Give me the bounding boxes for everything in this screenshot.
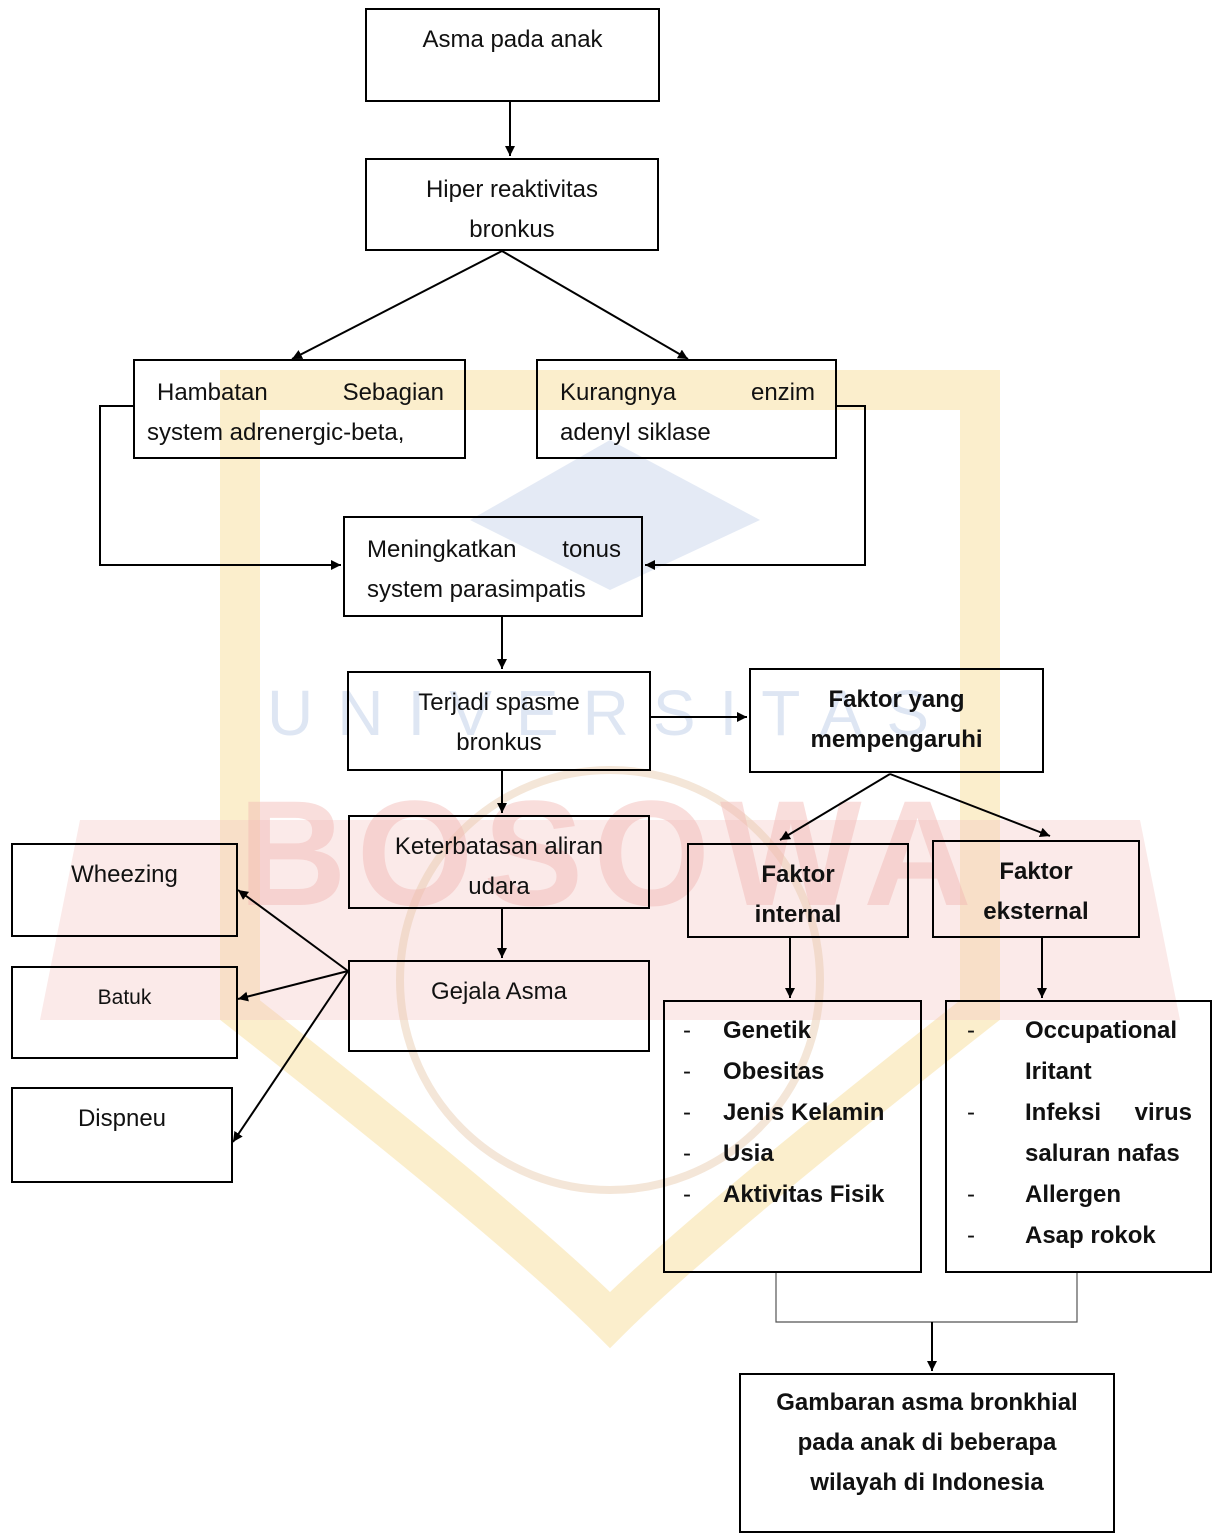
label: Faktor (761, 861, 835, 888)
node-faktor-yang-mempengaruhi: Faktor yang mempengaruhi (749, 668, 1044, 773)
node-asma-pada-anak: Asma pada anak (365, 8, 660, 102)
label: system parasimpatis (367, 576, 586, 603)
label: Wheezing (71, 861, 178, 888)
label: system adrenergic-beta, (147, 419, 405, 446)
list-item: - Obesitas (683, 1051, 920, 1092)
label: wilayah di Indonesia (810, 1469, 1044, 1496)
label: Aktivitas Fisik (723, 1181, 885, 1208)
bullet-spacer (967, 1133, 1025, 1174)
arrow-hiper-kurang (501, 250, 689, 360)
bracket-lists (775, 1273, 1078, 1323)
label: bronkus (456, 729, 542, 756)
label: Obesitas (723, 1058, 825, 1085)
node-faktor-eksternal: Faktor eksternal (932, 840, 1140, 938)
label: Allergen (1025, 1181, 1122, 1208)
label: Iritant (1025, 1058, 1092, 1085)
arrow-hiper-hambatan (291, 250, 503, 360)
node-internal-list: -Genetik -Obesitas -Jenis Kelamin -Usia … (663, 1000, 922, 1273)
node-meningkatkan-tonus: Meningkatkan tonus system parasimpatis (343, 516, 643, 617)
arrow-gejala-wheezing (237, 889, 349, 972)
arrow-faktor-internal (779, 773, 891, 841)
label-row: Meningkatkan tonus (367, 530, 621, 570)
label: Terjadi spasme (418, 689, 580, 716)
node-faktor-internal: Faktor internal (687, 843, 909, 938)
label: virus (1134, 1099, 1192, 1126)
label-row: Kurangnya enzim (560, 373, 815, 413)
label: Infeksi (1025, 1099, 1102, 1126)
arrow-hambatan-tonus (99, 405, 341, 570)
internal-factor-list: -Genetik -Obesitas -Jenis Kelamin -Usia … (665, 1002, 920, 1215)
node-keterbatasan-aliran: Keterbatasan aliran udara (348, 815, 650, 909)
list-item: - Occupational (967, 1010, 1210, 1051)
node-wheezing: Wheezing (11, 843, 238, 937)
node-terjadi-spasme: Terjadi spasme bronkus (347, 671, 651, 771)
label: udara (468, 873, 530, 900)
label: enzim (750, 379, 815, 406)
node-kurangnya-enzim: Kurangnya enzim adenyl siklase (536, 359, 837, 459)
label-row: Infeksi virus (1025, 1092, 1210, 1133)
external-factor-list: - Occupational Iritant - Infeksi virus salu… (947, 1002, 1210, 1256)
arrow-faktor-eksternal (889, 773, 1051, 838)
label: Hambatan (157, 379, 268, 406)
bullet: - (967, 1181, 975, 1208)
bullet: - (683, 1140, 691, 1167)
node-hambatan: Hambatan Sebagian system adrenergic-beta… (133, 359, 466, 459)
label: tonus (562, 536, 621, 563)
arrow-kurang-tonus (645, 405, 866, 570)
label: Asap rokok (1025, 1222, 1156, 1249)
list-item: - Allergen (967, 1174, 1210, 1215)
label: Dispneu (77, 1105, 167, 1132)
label-row: Hambatan Sebagian (157, 373, 444, 413)
label: Asma pada anak (422, 26, 603, 53)
list-item: - Usia (683, 1133, 920, 1174)
node-gambaran-asma: Gambaran asma bronkhial pada anak di beb… (739, 1373, 1115, 1533)
label: internal (754, 901, 842, 928)
label: Meningkatkan (367, 536, 517, 563)
node-batuk: Batuk (11, 966, 238, 1059)
label: Hiper reaktivitas (425, 176, 599, 203)
label: mempengaruhi (810, 726, 983, 753)
label: saluran nafas (1025, 1140, 1180, 1167)
label: Gejala Asma (430, 978, 568, 1005)
list-item: - Genetik (683, 1010, 920, 1051)
list-item: Iritant (967, 1051, 1210, 1092)
bullet: - (683, 1058, 691, 1085)
label: Faktor yang (828, 686, 965, 713)
node-dispneu: Dispneu (11, 1087, 233, 1183)
label: Genetik (723, 1017, 812, 1044)
label: Batuk (97, 986, 152, 1009)
label: adenyl siklase (560, 419, 711, 446)
node-hiper-reaktivitas: Hiper reaktivitas bronkus (365, 158, 659, 251)
bullet: - (683, 1181, 691, 1208)
node-external-list: - Occupational Iritant - Infeksi virus salu… (945, 1000, 1212, 1273)
node-gejala-asma: Gejala Asma (348, 960, 650, 1052)
list-item: - Jenis Kelamin (683, 1092, 920, 1133)
label: eksternal (983, 898, 1089, 925)
label: Gambaran asma bronkhial (776, 1389, 1078, 1416)
bullet: - (683, 1017, 691, 1044)
bullet: - (683, 1099, 691, 1126)
arrow-gejala-batuk (237, 970, 349, 1002)
list-item: saluran nafas (967, 1133, 1210, 1174)
bullet: - (967, 1222, 975, 1249)
list-item: - Aktivitas Fisik (683, 1174, 920, 1215)
label: Sebagian (342, 379, 444, 406)
list-item: - Infeksi virus (967, 1092, 1210, 1133)
bullet-spacer (967, 1051, 1025, 1092)
label: Faktor (999, 858, 1073, 885)
label: pada anak di beberapa (797, 1429, 1057, 1456)
label: bronkus (469, 216, 555, 243)
list-item: - Asap rokok (967, 1215, 1210, 1256)
label: Keterbatasan aliran (394, 833, 604, 860)
label: Jenis Kelamin (723, 1099, 885, 1126)
label: Occupational (1025, 1017, 1178, 1044)
bullet: - (967, 1017, 975, 1044)
bullet: - (967, 1099, 975, 1126)
arrow-gejala-dispneu (232, 970, 349, 1143)
label: Usia (723, 1140, 774, 1167)
label: Kurangnya (560, 379, 677, 406)
